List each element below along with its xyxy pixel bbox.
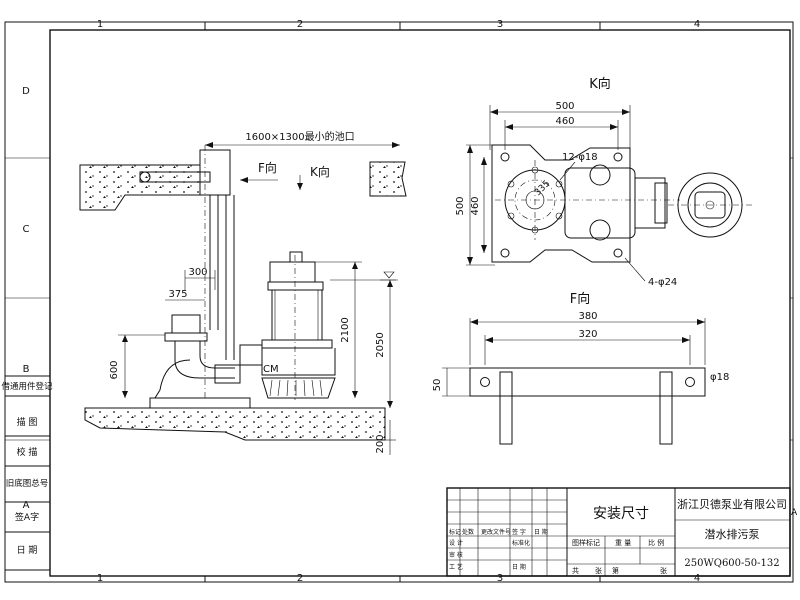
f-plate [469,367,706,397]
top-slab-right [369,161,407,197]
f-leg-left [499,371,513,445]
col-label-3: 3 [497,19,503,30]
floor-slab [84,407,386,441]
title-block: 标记 处数 更改文件号 签 字 日 期 设 计 标准化 审 核 工 艺 日 期 … [446,487,798,577]
row-label-b: B [23,364,30,375]
col-label-4: 4 [694,19,700,30]
col-label-2: 2 [297,19,303,30]
left-record-box: 借通用件登记 描 图 校 描 旧底图总号 签A字 日 期 [1,375,53,571]
col-label-4-bottom: 4 [694,573,700,584]
cutter-teeth [269,379,323,397]
tb-company: 浙江贝德泵业有限公司 [677,497,787,511]
pump-top [269,261,316,283]
tb-design: 设 计 [449,539,463,547]
tb-sheet: 张 [595,566,602,575]
tb-col-mark: 标记 [449,528,461,536]
k-view-title: K向 [589,76,611,92]
k-direction-label: K向 [310,164,330,179]
tb-total: 共 [572,566,579,575]
f-hole-label: φ18 [710,372,729,383]
dim-300: 300 [188,267,207,278]
drawing-border [4,21,794,583]
dim-200: 200 [375,434,386,453]
tb-audit: 审 核 [449,551,463,559]
tb-col-docno: 更改文件号 [481,528,511,536]
tb-product: 潜水排污泵 [705,527,760,541]
col-label-2-bottom: 2 [297,573,303,584]
f-view-title: F向 [570,291,590,307]
pump-motor [271,289,323,341]
front-view: CM 1600×1300最小的池口 F向 K向 300 375 600 21 [79,130,407,455]
k-dim-335: 335 [533,179,552,198]
left-label-sign: 签A字 [15,511,39,523]
k-coupling [564,167,636,239]
left-label-olddwg: 旧底图总号 [6,478,49,489]
tb-page: 第 [612,566,619,575]
tb-col-date: 日 期 [534,528,548,536]
col-label-1: 1 [97,19,103,30]
tb-drawing-name: 安装尺寸 [593,506,649,522]
tb-edge-a: A [791,508,798,518]
k-holes-top: 12-φ18 [562,152,598,163]
pump-cutter [261,377,336,399]
f-view: F向 380 320 50 φ18 [432,291,729,445]
dim-2050: 2050 [375,332,386,357]
f-leg-right [659,371,673,445]
row-label-c: C [23,224,30,235]
f-dim-320: 320 [578,329,597,340]
dim-2100: 2100 [340,317,351,342]
tb-col-sign: 签 字 [512,528,526,536]
tb-scale: 比 例 [648,538,664,547]
tb-weight: 重 量 [615,539,631,547]
grid-labels: 1 2 3 4 1 2 3 4 D C B A [22,19,700,584]
tb-model: 250WQ600-50-132 [684,558,779,569]
row-label-d: D [22,86,30,97]
tb-process: 工 艺 [449,563,463,571]
k-base-plate [491,144,631,263]
tb-std: 标准化 [512,539,530,547]
tb-page-unit: 张 [660,566,667,575]
k-view: K向 500 460 500 460 3 [455,76,752,288]
left-label-date: 日 期 [17,545,38,556]
pool-opening-label: 1600×1300最小的池口 [245,130,354,143]
tb-col-count: 处数 [462,528,474,536]
tb-stage-mark: 图样标记 [572,538,600,547]
upper-bracket [199,149,231,196]
row-label-a: A [23,500,30,511]
f-dim-50: 50 [432,379,443,392]
k-dim-500-v: 500 [455,196,466,215]
col-label-1-bottom: 1 [97,573,103,584]
left-label-reg: 借通用件登记 [1,381,53,392]
dim-600: 600 [109,360,120,379]
f-dim-380: 380 [578,311,597,322]
col-label-3-bottom: 3 [497,573,503,584]
left-label-trace: 描 图 [17,416,38,428]
f-direction-label: F向 [258,160,277,175]
k-dim-460-h: 460 [555,116,574,127]
tb-date: 日 期 [512,563,526,571]
k-dim-500-h: 500 [555,101,574,112]
left-label-check: 校 描 [17,446,38,458]
dim-375: 375 [168,289,187,300]
cm-label: CM [263,364,279,375]
k-holes-bottom: 4-φ24 [648,277,677,288]
k-dim-460-v: 460 [470,196,481,215]
